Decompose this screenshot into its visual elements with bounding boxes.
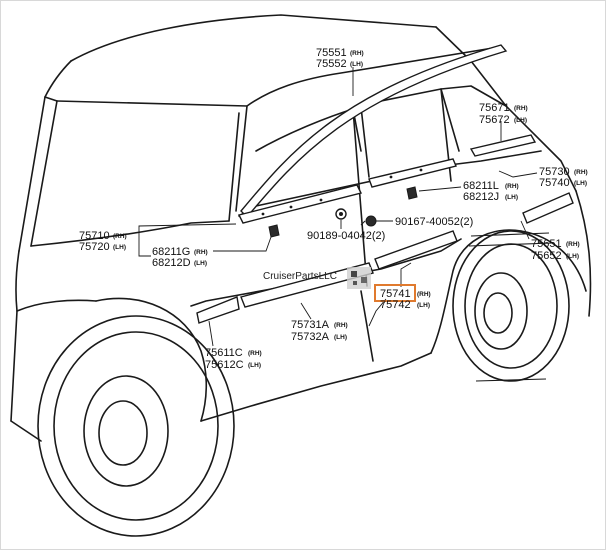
label-75710: 75710 <box>79 230 110 242</box>
label-75730: 75730 <box>539 166 570 178</box>
svg-text:(LH): (LH) <box>350 61 363 68</box>
label-90167-40052: 90167-40052(2) <box>395 216 473 228</box>
watermark: CruiserPartsLLC <box>263 267 371 289</box>
clip-68211L <box>406 186 418 200</box>
label-75720: 75720 <box>79 241 110 253</box>
label-68211G: 68211G <box>152 246 190 258</box>
svg-text:(RH): (RH) <box>350 50 364 57</box>
svg-text:(LH): (LH) <box>566 253 579 260</box>
label-75652: 75652 <box>531 250 562 262</box>
label-75671: 75671 <box>479 102 510 114</box>
label-75672: 75672 <box>479 114 510 126</box>
clip-90167 <box>360 215 377 227</box>
svg-text:(RH): (RH) <box>417 291 431 298</box>
label-68212J: 68212J <box>463 191 499 203</box>
front-door-side-moulding <box>240 262 374 308</box>
svg-text:(RH): (RH) <box>566 241 580 248</box>
svg-text:(LH): (LH) <box>194 260 207 267</box>
label-75651: 75651 <box>531 238 562 250</box>
quarter-window-moulding <box>469 134 537 157</box>
roof-drip-moulding <box>240 44 508 219</box>
svg-text:(RH): (RH) <box>113 233 127 240</box>
label-75742: 75742 <box>380 299 411 311</box>
svg-text:(RH): (RH) <box>514 105 528 112</box>
svg-text:(LH): (LH) <box>514 117 527 124</box>
label-90189-04042: 90189-04042(2) <box>307 230 385 242</box>
rear-quarter-side-moulding <box>522 192 574 224</box>
front-wheel <box>37 315 235 537</box>
label-75731A: 75731A <box>291 319 330 331</box>
svg-text:(LH): (LH) <box>574 180 587 187</box>
rear-door-side-moulding <box>374 230 458 270</box>
svg-text:(RH): (RH) <box>334 322 348 329</box>
leader-lines <box>138 67 538 347</box>
part-labels: 75551 (RH) 75552 (LH) 75671 (RH) 75672 (… <box>79 47 588 371</box>
vehicle-body-outline <box>10 14 592 442</box>
label-75611C: 75611C <box>205 347 243 359</box>
svg-text:(RH): (RH) <box>574 169 588 176</box>
svg-text:(RH): (RH) <box>194 249 208 256</box>
label-75740: 75740 <box>539 177 570 189</box>
rear-door-belt-moulding <box>368 158 457 188</box>
rear-wheel <box>452 230 570 382</box>
label-68211L: 68211L <box>463 180 499 192</box>
svg-text:(LH): (LH) <box>334 334 347 341</box>
clip-90189 <box>335 208 347 220</box>
svg-text:(LH): (LH) <box>113 244 126 251</box>
svg-text:(LH): (LH) <box>248 362 261 369</box>
label-75741[interactable]: 75741 <box>380 288 411 300</box>
clip-68211G <box>268 224 280 238</box>
front-door-belt-moulding <box>237 184 363 224</box>
front-fender-moulding <box>196 296 240 324</box>
svg-text:(LH): (LH) <box>505 194 518 201</box>
svg-text:(RH): (RH) <box>248 350 262 357</box>
label-75552: 75552 <box>316 58 347 70</box>
label-75551: 75551 <box>316 47 347 59</box>
highlight-box-75741 <box>374 284 416 302</box>
svg-text:(RH): (RH) <box>505 183 519 190</box>
label-75612C: 75612C <box>205 359 244 371</box>
label-68212D: 68212D <box>152 257 191 269</box>
watermark-text: CruiserPartsLLC <box>263 271 337 282</box>
svg-text:(LH): (LH) <box>417 302 430 309</box>
label-75732A: 75732A <box>291 331 330 343</box>
